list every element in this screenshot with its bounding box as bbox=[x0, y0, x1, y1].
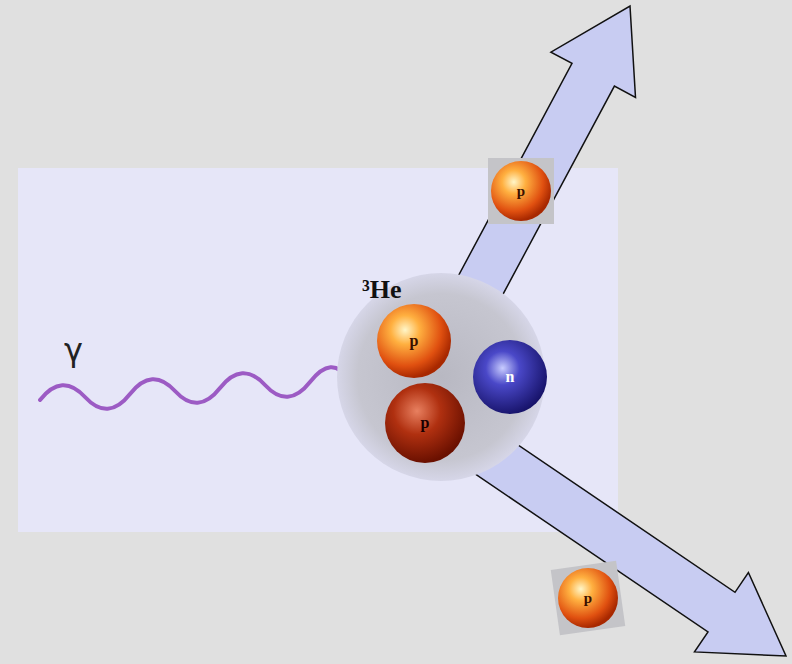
nucleus-circle bbox=[337, 273, 545, 481]
proton-ball: p bbox=[377, 304, 451, 378]
particle-symbol: p bbox=[517, 184, 525, 199]
proton-ball: p bbox=[558, 568, 618, 628]
proton-ball-circle bbox=[558, 568, 618, 628]
particle-symbol: p bbox=[410, 333, 419, 349]
photon-symbol: γ bbox=[64, 334, 83, 366]
proton-ball-circle bbox=[377, 304, 451, 378]
proton-ball-circle bbox=[385, 383, 465, 463]
proton-ball: p bbox=[385, 383, 465, 463]
particle-symbol: n bbox=[506, 369, 515, 385]
proton-patch bbox=[551, 561, 626, 636]
neutron-ball-circle bbox=[473, 340, 547, 414]
neutron-ball: n bbox=[473, 340, 547, 414]
emission-arrow bbox=[449, 6, 636, 316]
proton-ball-circle bbox=[491, 161, 551, 221]
proton-ball: p bbox=[491, 161, 551, 221]
particle-symbol: p bbox=[584, 591, 592, 606]
nucleus: ³He p n p bbox=[337, 273, 545, 481]
nucleus-label: ³He bbox=[362, 277, 402, 303]
particle-symbol: p bbox=[421, 415, 430, 431]
proton-patch bbox=[488, 158, 554, 224]
photon-wave bbox=[40, 367, 348, 409]
